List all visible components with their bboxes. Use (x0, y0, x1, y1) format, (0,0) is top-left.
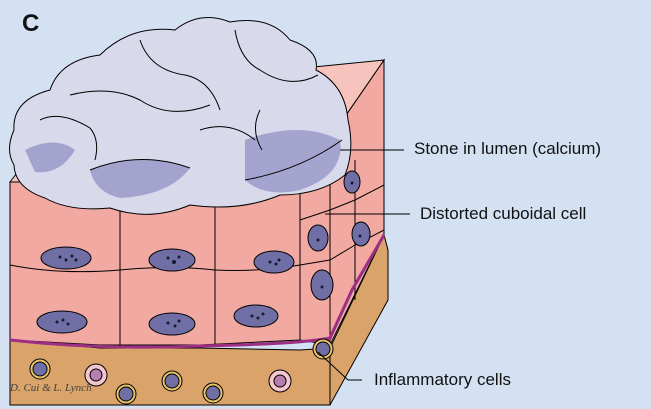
nucleus (308, 225, 328, 251)
nucleus (149, 249, 195, 271)
nucleus (254, 251, 294, 273)
artist-signature: D. Cui & L. Lynch (10, 382, 92, 394)
stone-label: Stone in lumen (calcium) (414, 139, 601, 159)
nucleus (37, 311, 87, 333)
panel-letter: C (22, 10, 39, 38)
nucleus (311, 270, 333, 300)
nucleus (41, 247, 91, 269)
inflammatory-cells-label: Inflammatory cells (374, 370, 511, 390)
nucleus (149, 313, 195, 335)
nucleus (352, 222, 370, 246)
cuboidal-cell-label: Distorted cuboidal cell (420, 204, 586, 224)
nucleus (234, 305, 278, 327)
